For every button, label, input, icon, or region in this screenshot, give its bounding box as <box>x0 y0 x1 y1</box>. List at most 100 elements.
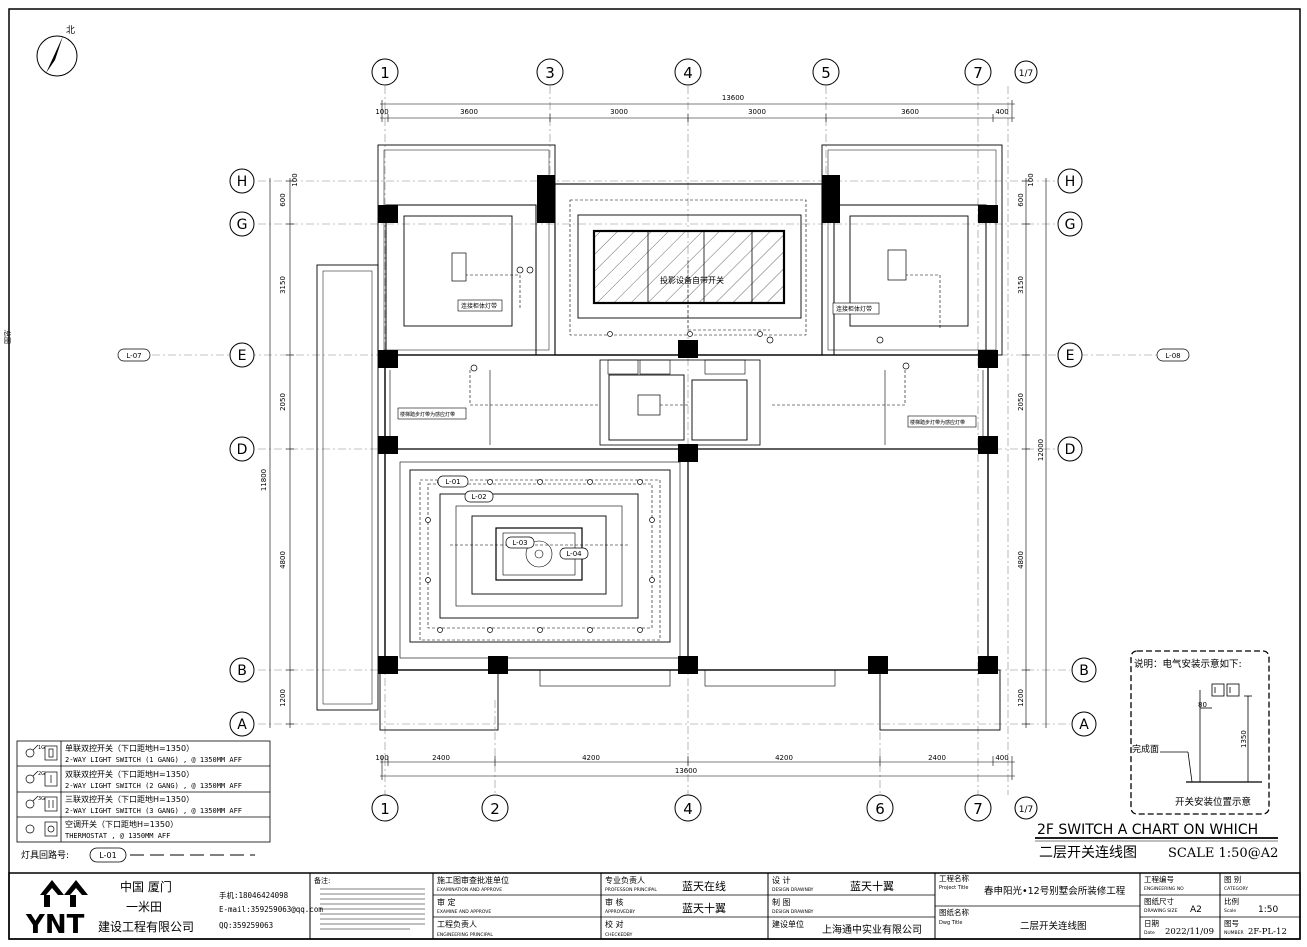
grid-row-right: E <box>1066 348 1075 364</box>
company-line3: 建设工程有限公司 <box>98 919 194 934</box>
grid-bubble-top <box>536 58 564 86</box>
grid-label-bottom: 2 <box>490 800 500 818</box>
dim-bottom-seg: 400 <box>995 754 1008 762</box>
date-val: 2022/11/09 <box>1165 927 1214 937</box>
prof-cn: 专业负责人 <box>605 875 645 885</box>
dim-top-seg: 400 <box>995 108 1008 116</box>
grid-bubble-top <box>674 58 702 86</box>
dims-right <box>1022 178 1047 728</box>
audit-en: APPROVEDBY <box>605 909 635 915</box>
dim-bottom-seg: 4200 <box>582 754 600 762</box>
legend-table <box>16 740 271 843</box>
dim-top-seg: 3000 <box>610 108 628 116</box>
prof-en: PROFESSON PRINCIPAL <box>605 887 657 893</box>
ratio-val: 1:50 <box>1258 905 1278 915</box>
switch-1gang-icon <box>25 744 58 761</box>
eng-en: ENGINEERING PRINCIPAL <box>437 932 493 938</box>
drawing-title-en: 2F SWITCH A CHART ON WHICH <box>1037 822 1258 838</box>
grid-label-bottom: 1/7 <box>1019 805 1033 815</box>
projector-screen <box>592 229 786 305</box>
grid-row-right: A <box>1079 717 1089 733</box>
light-fixtures <box>425 249 910 633</box>
grid-label-top: 1 <box>380 64 390 82</box>
dim-left-total: 11800 <box>260 469 268 491</box>
switch-icon <box>470 364 478 372</box>
grid-label-bottom: 6 <box>875 800 885 818</box>
drawing-title-scale: SCALE 1:50@A2 <box>1168 846 1278 861</box>
note-stair-left: 楼梯踏步灯带为感应灯带 <box>400 411 455 418</box>
plan-note-boxes <box>397 299 977 428</box>
legend-sub: 1G <box>38 745 45 751</box>
pendant-lamp-icon <box>887 249 907 281</box>
grid-row-left: D <box>237 442 248 458</box>
grid-lines <box>120 86 1190 795</box>
dwg-en: Dwg Title <box>939 920 962 926</box>
grid-bubbles-bottom <box>371 794 1038 822</box>
notes-lines <box>320 888 425 930</box>
num-cn: 图号 <box>1224 919 1239 928</box>
dim-top-total: 13600 <box>722 94 744 102</box>
north-arrow-icon: 北 <box>36 25 78 77</box>
note-cabinet-right: 连接柜体灯带 <box>836 305 872 313</box>
audit-val: 蓝天十翼 <box>682 901 726 915</box>
legend-en: THERMOSTAT , @ 1350MM AFF <box>65 832 170 840</box>
grid-label-top: 5 <box>821 64 831 82</box>
dim-left-seg: 1200 <box>279 689 287 707</box>
audit-cn: 审 核 <box>605 897 624 907</box>
grid-row-left: A <box>237 717 247 733</box>
switch-icon <box>876 336 884 344</box>
draw-cn: 制 图 <box>772 897 791 907</box>
grid-row-left: H <box>237 174 248 190</box>
dim-right-small: 100 <box>1027 173 1035 186</box>
company-line2: 一米田 <box>126 900 162 914</box>
grid-bubble-top <box>964 58 992 86</box>
client-cn: 建设单位 <box>772 919 804 929</box>
company-qq: QQ:359259063 <box>219 921 273 930</box>
dim-right-seg: 3150 <box>1017 276 1025 294</box>
dim-top-seg: 3000 <box>748 108 766 116</box>
date-en: Date <box>1144 930 1155 936</box>
north-label: 北 <box>66 25 75 36</box>
dim-left-seg: 600 <box>279 193 287 206</box>
grid-label-bottom: 1 <box>380 800 390 818</box>
note-projector: 投影设备自带开关 <box>660 275 724 285</box>
design-en: DESIGN DRAWNBY <box>772 887 814 893</box>
legend-cn: 双联双控开关（下口距地H=1350） <box>65 769 194 779</box>
grid-row-left: E <box>238 348 247 364</box>
switch-2gang-icon <box>25 770 58 787</box>
switch-3gang-icon <box>25 795 58 812</box>
install-caption: 开关安装位置示意 <box>1175 796 1251 808</box>
switch-icon <box>526 266 534 274</box>
design-val: 蓝天十翼 <box>850 879 894 893</box>
client-val: 上海通中实业有限公司 <box>822 923 922 936</box>
size-val: A2 <box>1190 905 1202 915</box>
floor-plan <box>316 144 1003 731</box>
dim-left-seg: 2050 <box>279 393 287 411</box>
note-stair-right: 楼梯踏步灯带为感应灯带 <box>910 419 965 426</box>
legend-en: 2-WAY LIGHT SWITCH (1 GANG) , @ 1350MM A… <box>65 756 242 764</box>
proj-cn: 工程名称 <box>939 873 969 883</box>
grid-row-right: H <box>1065 174 1076 190</box>
switch-icon <box>902 362 910 370</box>
grid-label-top: 3 <box>545 64 555 82</box>
dim-left-seg: 3150 <box>279 276 287 294</box>
legend-cn: 空调开关（下口距地H=1350） <box>65 819 178 829</box>
install-floor-label: 完成面 <box>1132 743 1159 755</box>
notes-label: 备注: <box>314 876 330 885</box>
grid-bubbles-rows <box>229 168 1097 737</box>
circuit-tag-l08: L-08 <box>1165 352 1180 360</box>
eng-cn: 工程负责人 <box>437 919 477 929</box>
install-note-title: 说明：电气安装示意如下: <box>1134 658 1242 670</box>
note-cabinet-left: 连接柜体灯带 <box>461 302 497 310</box>
grid-row-right: D <box>1065 442 1076 458</box>
size-en: DRAWING SIZE <box>1144 908 1178 914</box>
design-cn: 设 计 <box>772 875 791 885</box>
dwg-val: 二层开关连线图 <box>1020 920 1087 932</box>
dim-top-seg: 3600 <box>901 108 919 116</box>
structural-columns <box>378 175 998 674</box>
dim-right-total: 12000 <box>1037 439 1045 461</box>
dims-top <box>380 100 1015 122</box>
grid-row-right: G <box>1065 217 1076 233</box>
drawing-title-cn: 二层开关连线图 <box>1039 845 1137 861</box>
